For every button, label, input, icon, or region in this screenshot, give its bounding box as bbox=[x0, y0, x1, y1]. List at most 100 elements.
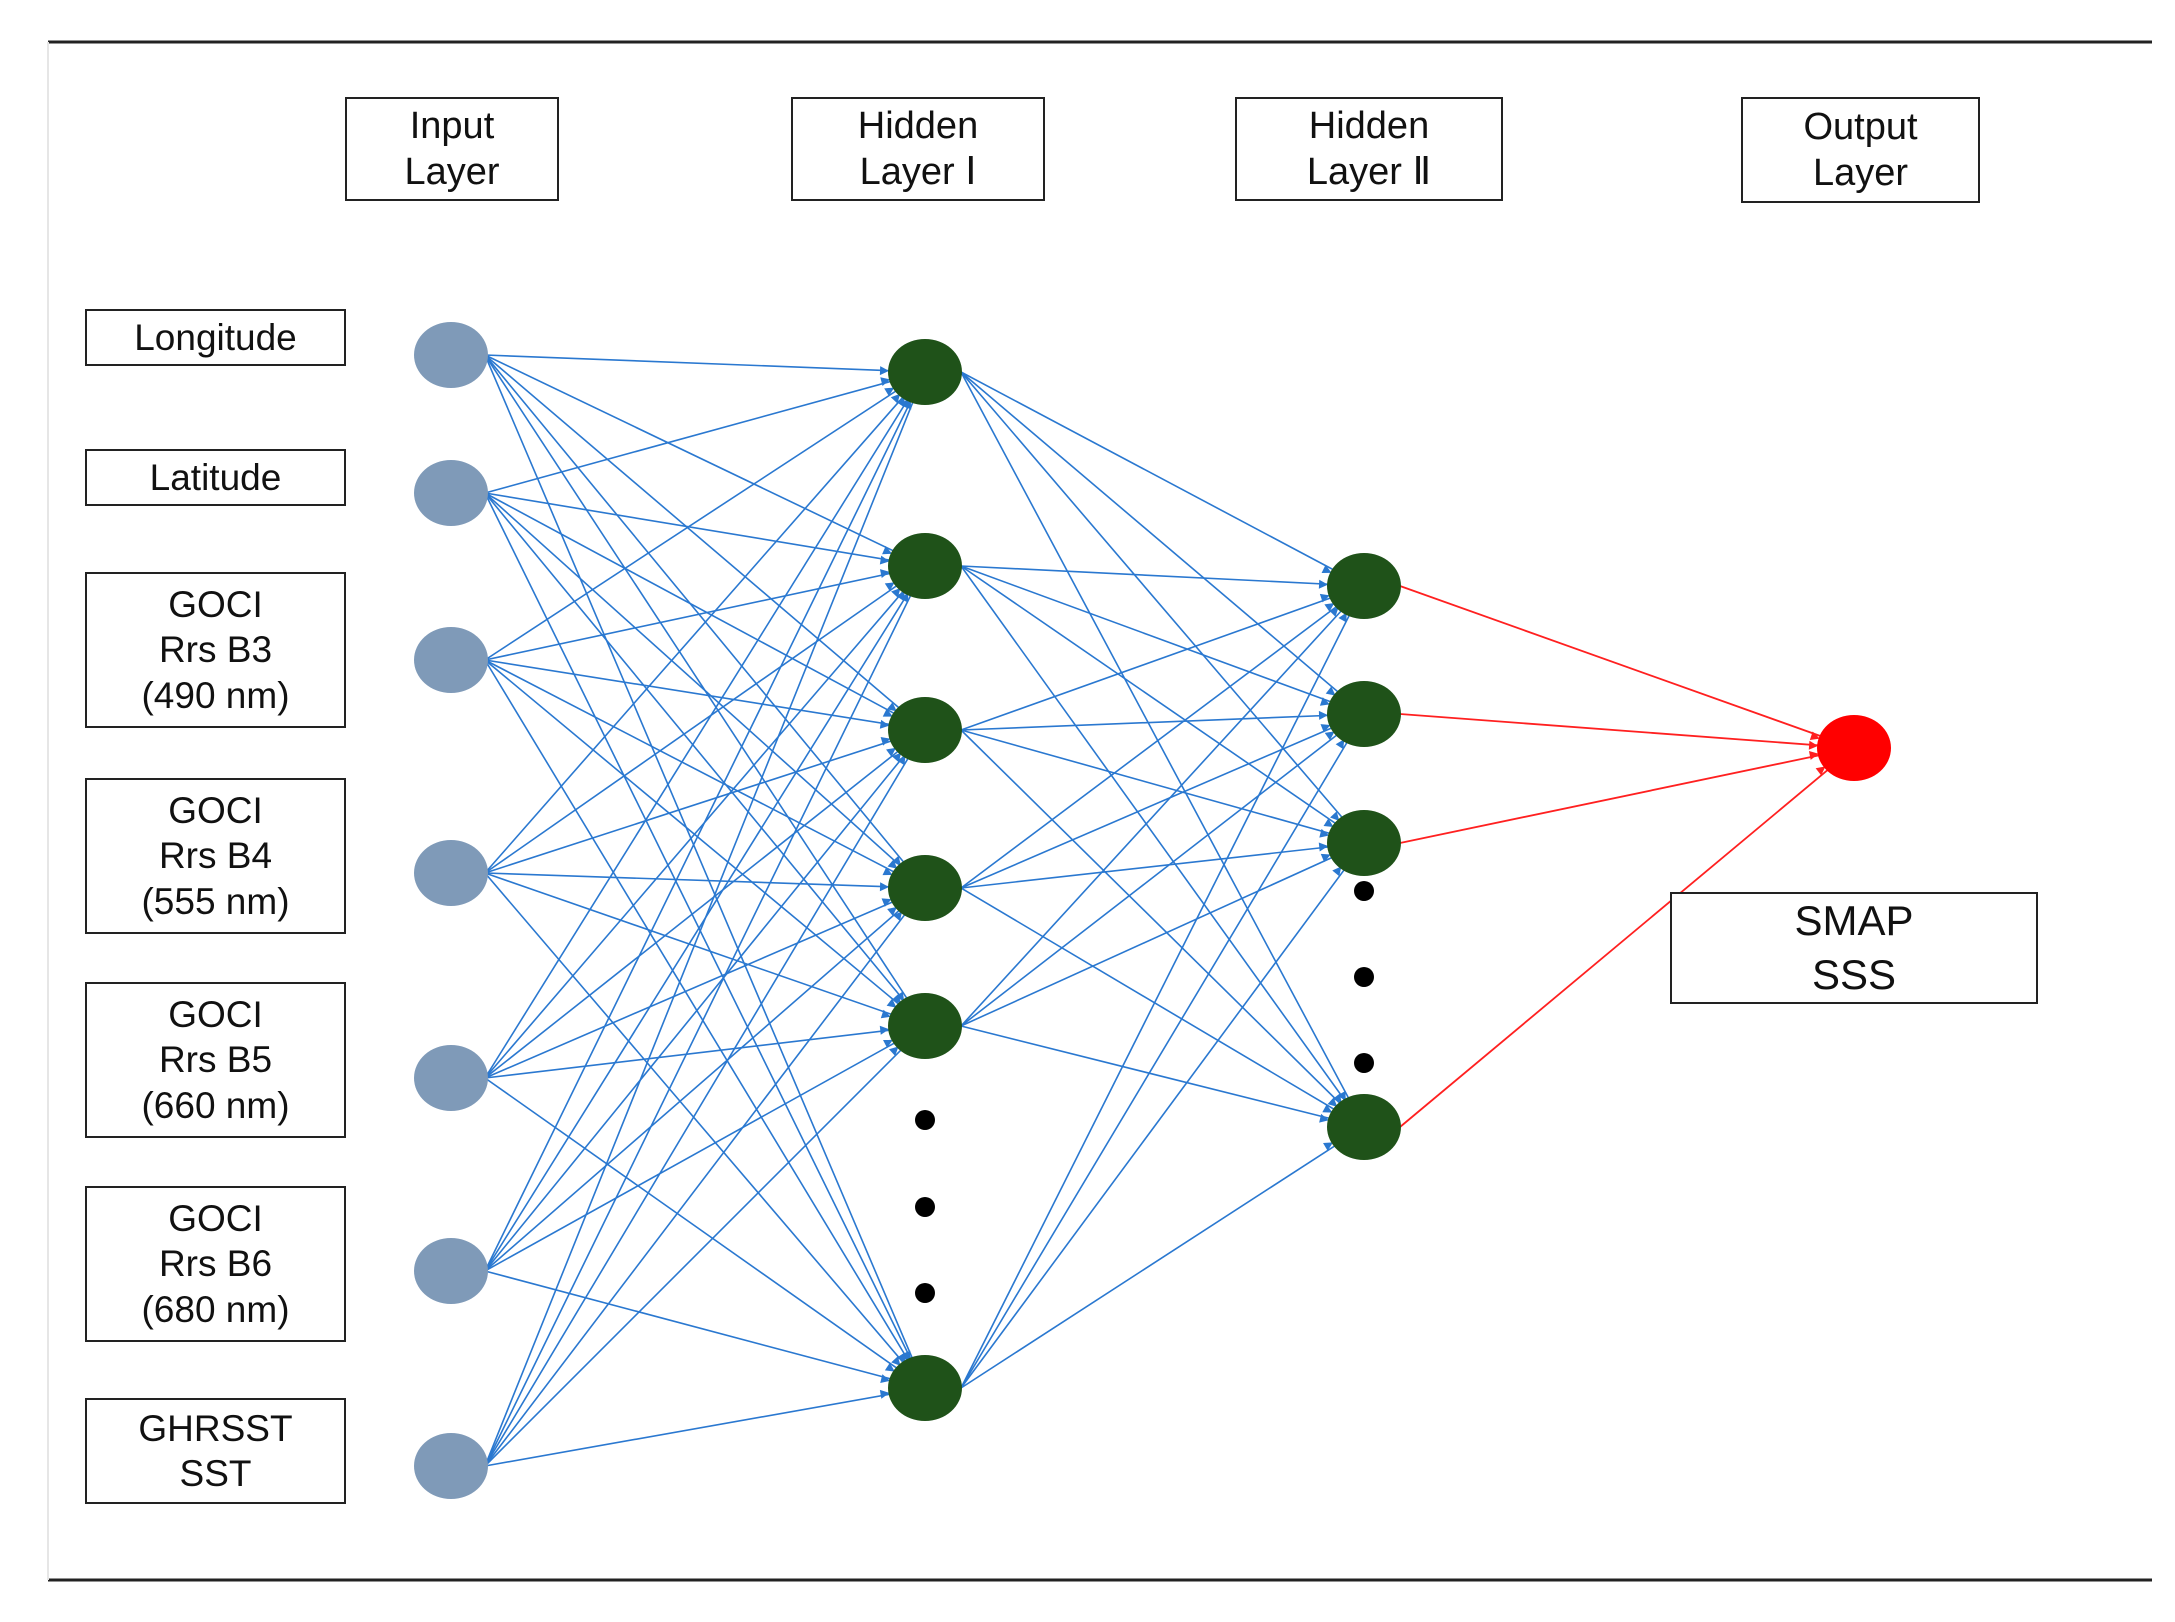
edge-arrowhead bbox=[1319, 697, 1330, 706]
header-line: Layer bbox=[404, 151, 500, 193]
edge-arrowhead bbox=[1320, 724, 1331, 733]
label-line: (660 nm) bbox=[141, 1084, 290, 1126]
edge-arrowhead bbox=[896, 755, 906, 766]
edge-arrowhead bbox=[884, 582, 895, 591]
input-to-hidden1-edge bbox=[484, 872, 926, 889]
input-label-goci-b6: GOCI Rrs B6 (680 nm) bbox=[85, 1186, 346, 1342]
label-line: Rrs B5 bbox=[158, 1039, 273, 1081]
hidden-layer-2-header: Hidden Layer Ⅱ bbox=[1235, 97, 1503, 201]
ellipsis-dot bbox=[1354, 1053, 1374, 1073]
hidden1-to-hidden2-edge bbox=[960, 565, 1365, 587]
edge-arrowhead bbox=[879, 366, 890, 376]
hidden1-to-hidden2-edge bbox=[960, 585, 1365, 731]
edge-arrowhead bbox=[887, 906, 897, 917]
edge-arrowhead bbox=[1335, 739, 1345, 750]
edge-arrowhead bbox=[886, 747, 896, 757]
hidden1-node bbox=[888, 697, 962, 763]
input-to-hidden1-edge bbox=[484, 729, 926, 874]
edge-arrowhead bbox=[888, 1046, 899, 1056]
edge-arrowhead bbox=[896, 1352, 906, 1363]
edge-arrowhead bbox=[1330, 811, 1340, 822]
input-to-hidden1-edge bbox=[484, 659, 926, 889]
label-line: GOCI bbox=[168, 790, 263, 832]
edge-arrowhead bbox=[1323, 1142, 1334, 1151]
edge-arrowhead bbox=[1808, 751, 1819, 760]
edge-arrowhead bbox=[879, 569, 890, 579]
edge-arrowhead bbox=[1319, 828, 1330, 838]
hidden1-to-hidden2-edge bbox=[960, 842, 1365, 1389]
edge-arrowhead bbox=[884, 387, 895, 397]
label-line: GOCI bbox=[168, 1198, 263, 1240]
input-to-hidden1-edge bbox=[484, 729, 926, 1272]
edge-arrowhead bbox=[881, 898, 892, 907]
input-node bbox=[414, 1433, 488, 1499]
connections bbox=[484, 354, 1855, 1467]
hidden2-to-output-edge bbox=[1399, 585, 1855, 749]
input-label-latitude: Latitude bbox=[85, 449, 346, 506]
edge-arrowhead bbox=[1319, 1113, 1329, 1123]
hidden1-to-hidden2-edge bbox=[960, 371, 1365, 844]
input-layer-header: Input Layer bbox=[345, 97, 559, 201]
edge-arrowhead bbox=[1815, 766, 1826, 776]
edge-arrowhead bbox=[891, 993, 902, 1004]
header-line: Input bbox=[409, 104, 495, 147]
input-label-longitude: Longitude bbox=[85, 309, 346, 366]
input-to-hidden1-edge bbox=[484, 659, 926, 1027]
edge-arrowhead bbox=[1332, 866, 1342, 877]
ellipsis-dot bbox=[915, 1110, 935, 1130]
input-to-hidden1-edge bbox=[484, 371, 926, 1272]
input-to-hidden1-edge bbox=[484, 371, 926, 874]
header-line: Hidden bbox=[1308, 104, 1430, 147]
input-label-ghrsst-sst: GHRSST SST bbox=[85, 1398, 346, 1504]
input-to-hidden1-edge bbox=[484, 371, 926, 1079]
hidden1-to-hidden2-edge bbox=[960, 713, 1365, 889]
input-to-hidden1-edge bbox=[484, 1025, 926, 1079]
label-line: Latitude bbox=[149, 456, 282, 498]
input-to-hidden1-edge bbox=[484, 492, 926, 567]
hidden2-to-output-edge bbox=[1399, 747, 1855, 844]
edge-arrowhead bbox=[879, 719, 890, 729]
hidden1-node bbox=[888, 993, 962, 1059]
header-line: Hidden bbox=[857, 104, 979, 147]
input-to-hidden1-edge bbox=[484, 1025, 926, 1272]
output-label-smap-sss: SMAP SSS bbox=[1670, 892, 2038, 1004]
hidden1-to-hidden2-edge bbox=[960, 565, 1365, 1128]
edge-arrowhead bbox=[880, 1009, 891, 1019]
edge-arrowhead bbox=[891, 1356, 901, 1366]
input-to-hidden1-edge bbox=[484, 354, 926, 731]
hidden1-to-hidden2-edge bbox=[960, 371, 1365, 715]
input-to-hidden1-edge bbox=[484, 729, 926, 1079]
input-to-hidden1-edge bbox=[484, 887, 926, 1079]
edge-arrowhead bbox=[900, 592, 909, 603]
ellipsis-dot bbox=[915, 1197, 935, 1217]
edge-arrowhead bbox=[1332, 1093, 1342, 1104]
input-to-hidden1-edge bbox=[484, 354, 926, 373]
label-line: Rrs B3 bbox=[158, 629, 273, 671]
hidden1-to-hidden2-edge bbox=[960, 585, 1365, 1389]
edge-arrowhead bbox=[886, 702, 897, 712]
ellipsis-dots bbox=[915, 881, 1374, 1303]
input-label-goci-b3: GOCI Rrs B3 (490 nm) bbox=[85, 572, 346, 728]
edge-arrowhead bbox=[882, 1039, 894, 1048]
hidden2-to-output-edge bbox=[1399, 747, 1855, 1128]
hidden1-node bbox=[888, 1355, 962, 1421]
hidden1-node bbox=[888, 339, 962, 405]
hidden1-to-hidden2-edge bbox=[960, 713, 1365, 1027]
header-line: Layer bbox=[1812, 152, 1909, 194]
label-line: (680 nm) bbox=[141, 1288, 290, 1330]
edge-arrowhead bbox=[880, 1374, 891, 1384]
hidden-layer-1-header: Hidden Layer Ⅰ bbox=[791, 97, 1045, 201]
input-to-hidden1-edge bbox=[484, 1025, 926, 1467]
label-line: (555 nm) bbox=[141, 880, 290, 922]
hidden2-node bbox=[1327, 681, 1401, 747]
input-to-hidden1-edge bbox=[484, 492, 926, 1389]
edge-arrowhead bbox=[1318, 710, 1329, 720]
hidden1-to-hidden2-edge bbox=[960, 371, 1365, 587]
hidden1-to-hidden2-edge bbox=[960, 565, 1365, 715]
hidden1-to-hidden2-edge bbox=[960, 842, 1365, 889]
ellipsis-dot bbox=[1354, 967, 1374, 987]
hidden2-node bbox=[1327, 810, 1401, 876]
edge-arrowhead bbox=[1808, 740, 1819, 750]
hidden1-to-hidden2-edge bbox=[960, 729, 1365, 1128]
